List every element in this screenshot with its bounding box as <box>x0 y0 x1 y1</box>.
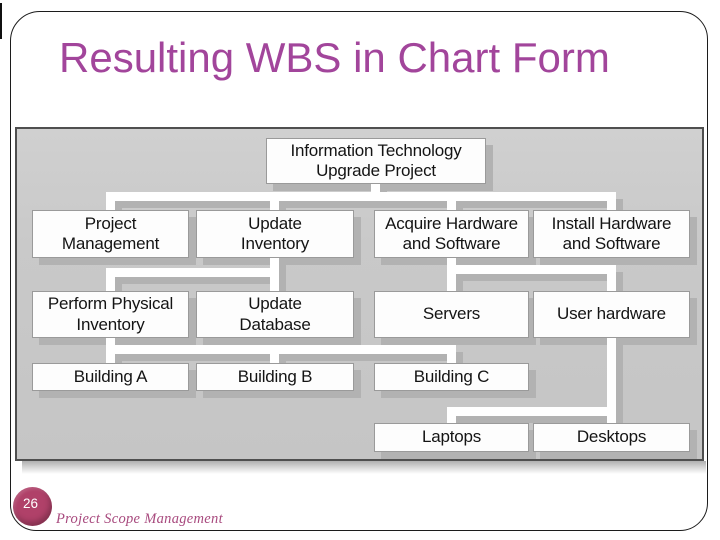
page-number-badge: 26 <box>13 487 52 526</box>
footer-text: Project Scope Management <box>56 511 223 527</box>
panel-drop-shadow <box>22 461 706 474</box>
wbs-chart-panel <box>15 127 704 461</box>
screen-edge-mark <box>0 3 2 39</box>
page-number: 26 <box>22 496 39 511</box>
slide-border-frame <box>10 11 708 531</box>
slide-title: Resulting WBS in Chart Form <box>59 34 610 81</box>
